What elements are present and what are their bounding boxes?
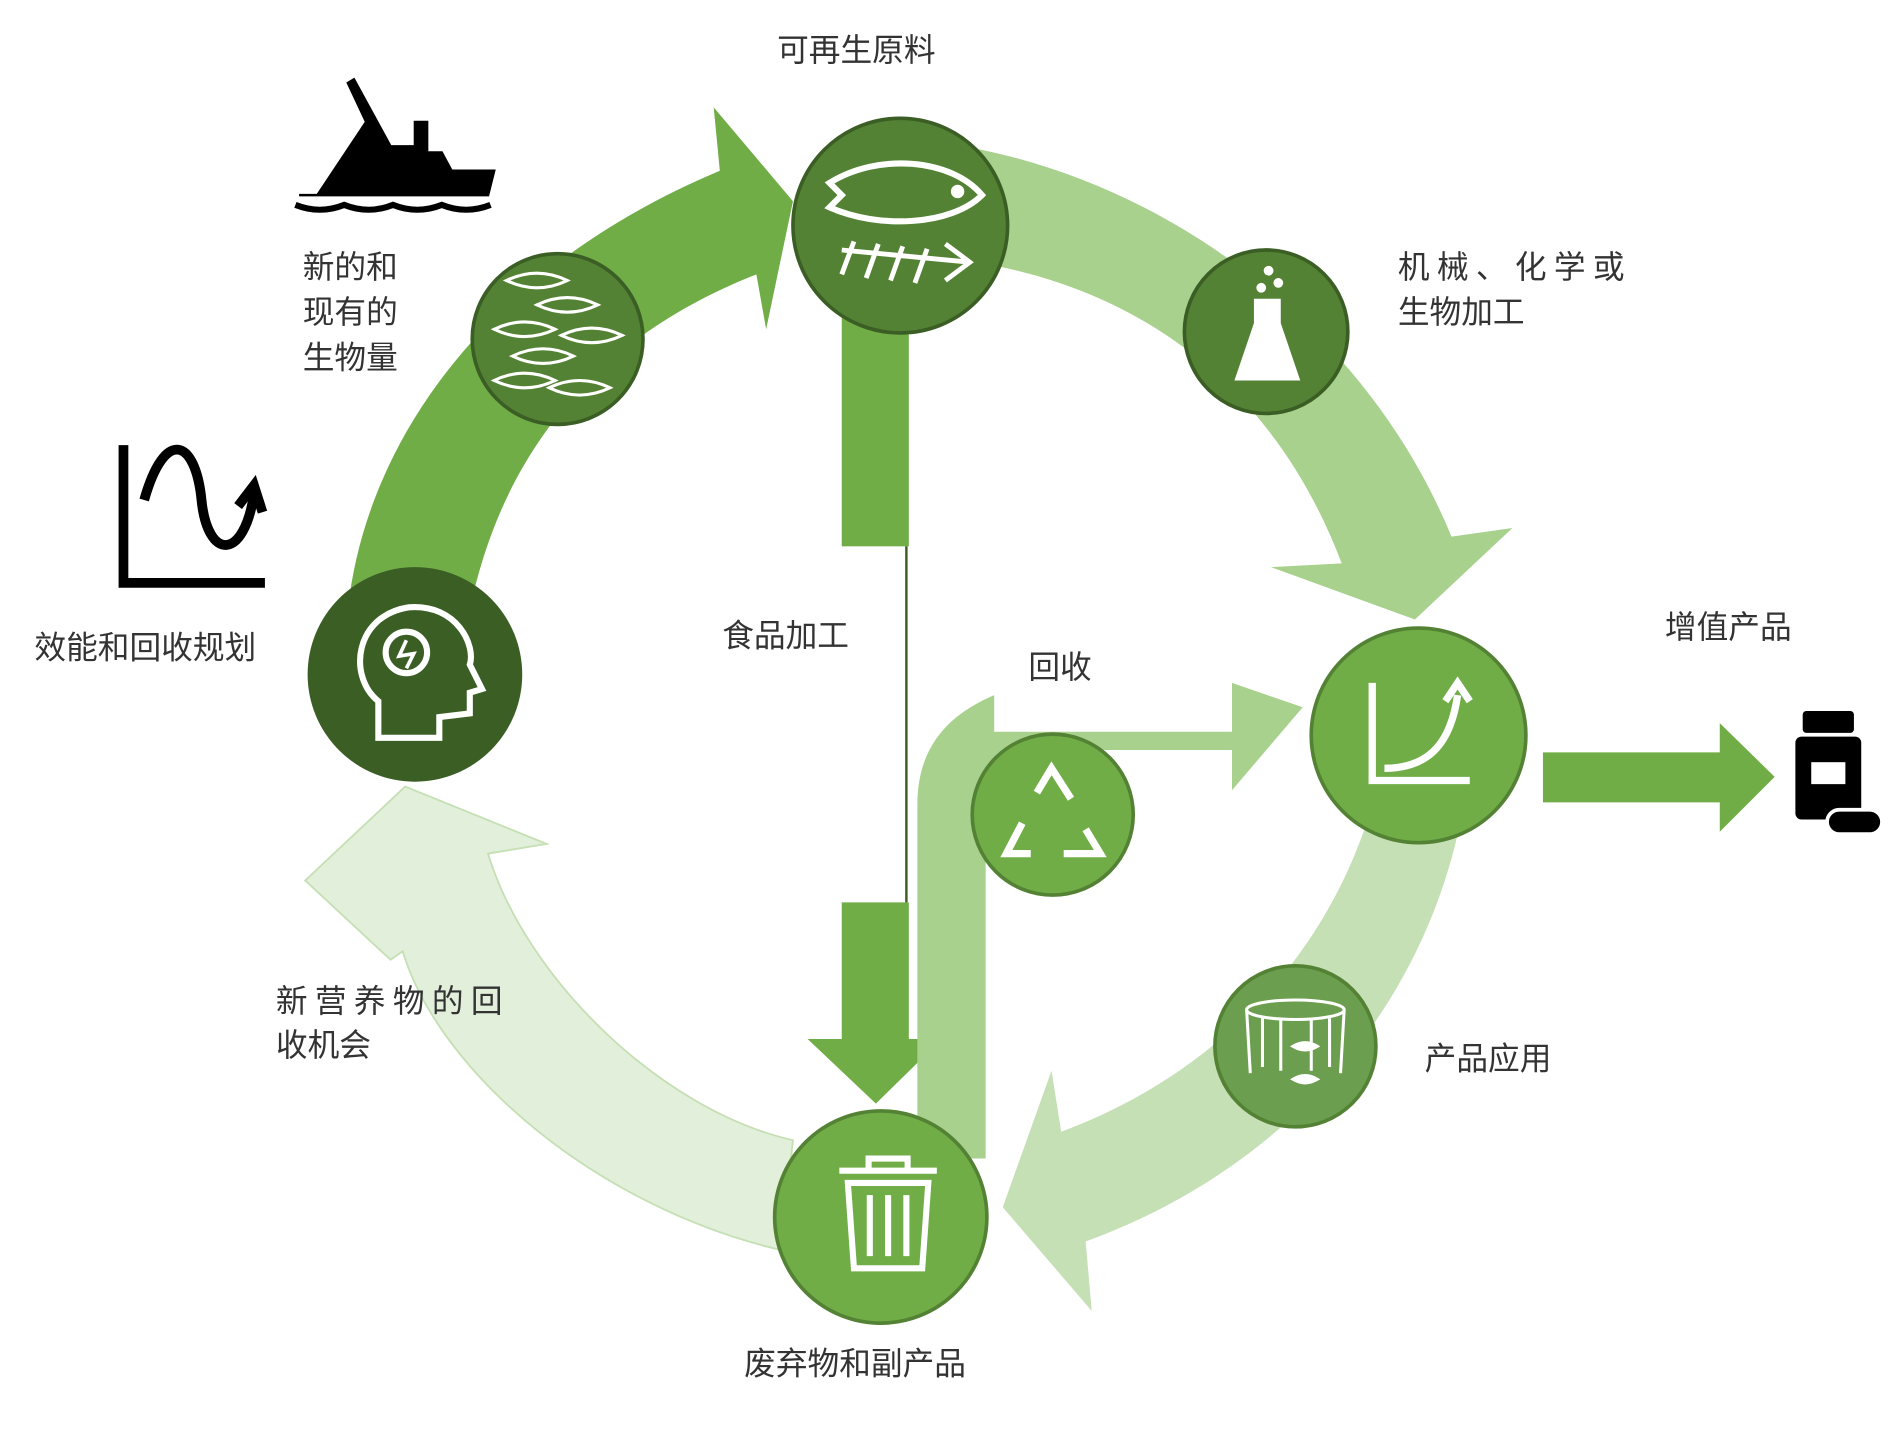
trend-chart-icon bbox=[118, 444, 268, 588]
recycling-circle bbox=[970, 732, 1136, 897]
label-renewable-feedstock: 可再生原料 bbox=[777, 33, 935, 69]
recycling-arrow bbox=[917, 682, 1303, 1159]
fish-bone-icon bbox=[839, 240, 974, 284]
processing-circle bbox=[1182, 248, 1350, 416]
label-biomass-1: 新的和 bbox=[303, 250, 398, 286]
planning-circle bbox=[307, 567, 523, 782]
food-processing-arrow bbox=[807, 902, 942, 1104]
feedstock-circle bbox=[791, 116, 1010, 335]
label-waste: 废弃物和副产品 bbox=[744, 1346, 966, 1382]
growth-chart-icon bbox=[1368, 676, 1473, 785]
fishing-boat-icon bbox=[294, 77, 496, 213]
product-application-circle bbox=[1213, 964, 1378, 1129]
label-food-processing: 食品加工 bbox=[722, 618, 849, 654]
medicine-bottle-icon bbox=[1795, 710, 1884, 836]
trash-can-icon bbox=[839, 1155, 937, 1272]
label-biomass-2: 现有的 bbox=[303, 295, 398, 331]
value-added-circle bbox=[1309, 626, 1528, 845]
label-product-application: 产品应用 bbox=[1425, 1041, 1552, 1077]
biomass-circle bbox=[470, 251, 645, 427]
fish-school-icon bbox=[490, 271, 626, 397]
flask-icon bbox=[1234, 265, 1301, 381]
label-biomass-3: 生物量 bbox=[303, 340, 398, 376]
recycle-icon bbox=[1000, 761, 1107, 858]
fish-farm-net-icon bbox=[1245, 998, 1346, 1085]
label-nutrient-recovery-2: 收机会 bbox=[276, 1028, 371, 1064]
label-value-added: 增值产品 bbox=[1665, 610, 1792, 646]
label-processing-2: 生物加工 bbox=[1398, 295, 1525, 331]
value-added-arrow bbox=[1542, 723, 1775, 832]
label-efficiency: 效能和回收规划 bbox=[34, 631, 256, 667]
fish-icon bbox=[824, 160, 987, 225]
arrow-to-planning bbox=[303, 785, 794, 1252]
label-nutrient-recovery-1: 新营养物的回 bbox=[276, 984, 510, 1020]
label-recycling: 回收 bbox=[1028, 650, 1091, 686]
waste-circle bbox=[772, 1109, 989, 1325]
head-lightbulb-icon bbox=[357, 604, 487, 741]
food-processing-bar bbox=[841, 317, 909, 547]
label-processing-1: 机械、化学或 bbox=[1398, 250, 1632, 286]
